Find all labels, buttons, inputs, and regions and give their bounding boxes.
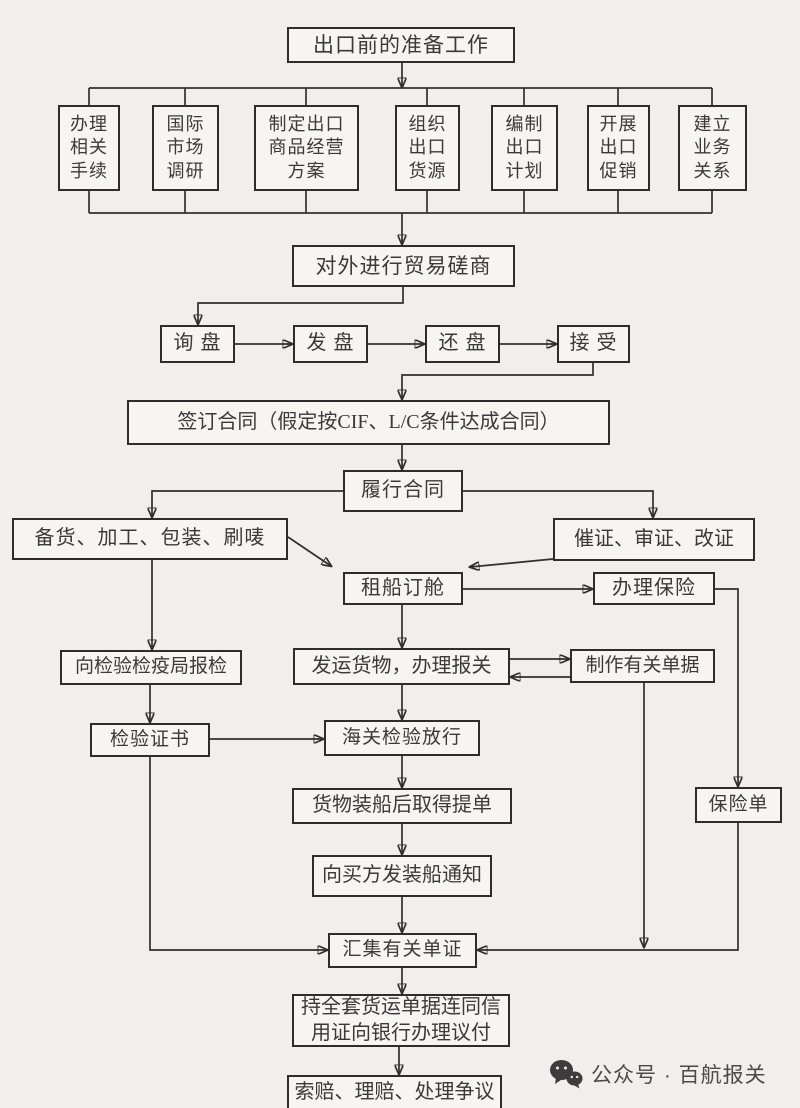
node-task-market-research: 国际 市场 调研 [152,105,219,191]
node-bill-of-lading: 货物装船后取得提单 [292,788,512,824]
node-insurance-policy: 保险单 [695,787,782,823]
node-task-business-plan: 制定出口 商品经营 方案 [254,105,359,191]
node-lc-handling: 催证、审证、改证 [553,518,755,561]
node-ship-goods-customs: 发运货物，办理报关 [293,648,510,685]
node-trade-negotiation: 对外进行贸易磋商 [292,245,515,287]
node-collect-documents: 汇集有关单证 [328,933,477,968]
node-claims-disputes: 索赔、理赔、处理争议 [287,1075,502,1108]
node-prepare-goods: 备货、加工、包装、刷唛 [12,518,288,560]
wechat-icon [550,1060,583,1089]
node-shipping-advice: 向买方发装船通知 [312,855,492,897]
watermark: 公众号 · 百航报关 [549,1053,789,1095]
node-inspection-certificate: 检验证书 [90,723,210,757]
node-inquiry: 询 盘 [160,325,235,363]
node-offer: 发 盘 [293,325,368,363]
node-task-goods-supply: 组织 出口 货源 [395,105,460,191]
node-bank-negotiation: 持全套货运单据连同信 用证向银行办理议付 [292,994,510,1047]
node-task-business-relations: 建立 业务 关系 [678,105,747,191]
watermark-label: 公众号 · 百航报关 [591,1064,767,1087]
node-inspection-apply: 向检验检疫局报检 [60,650,242,685]
node-make-documents: 制作有关单据 [570,649,715,683]
node-perform-contract: 履行合同 [343,470,463,512]
node-task-export-plan: 编制 出口 计划 [491,105,558,191]
node-customs-release: 海关检验放行 [324,720,480,756]
node-acceptance: 接 受 [557,325,630,363]
node-charter-booking: 租船订舱 [343,572,463,605]
node-counter-offer: 还 盘 [425,325,500,363]
node-arrange-insurance: 办理保险 [593,572,715,605]
node-sign-contract: 签订合同（假定按CIF、L/C条件达成合同） [127,400,610,445]
node-export-preparation: 出口前的准备工作 [287,27,515,63]
node-task-formalities: 办理 相关 手续 [58,105,120,191]
node-task-promotion: 开展 出口 促销 [587,105,650,191]
